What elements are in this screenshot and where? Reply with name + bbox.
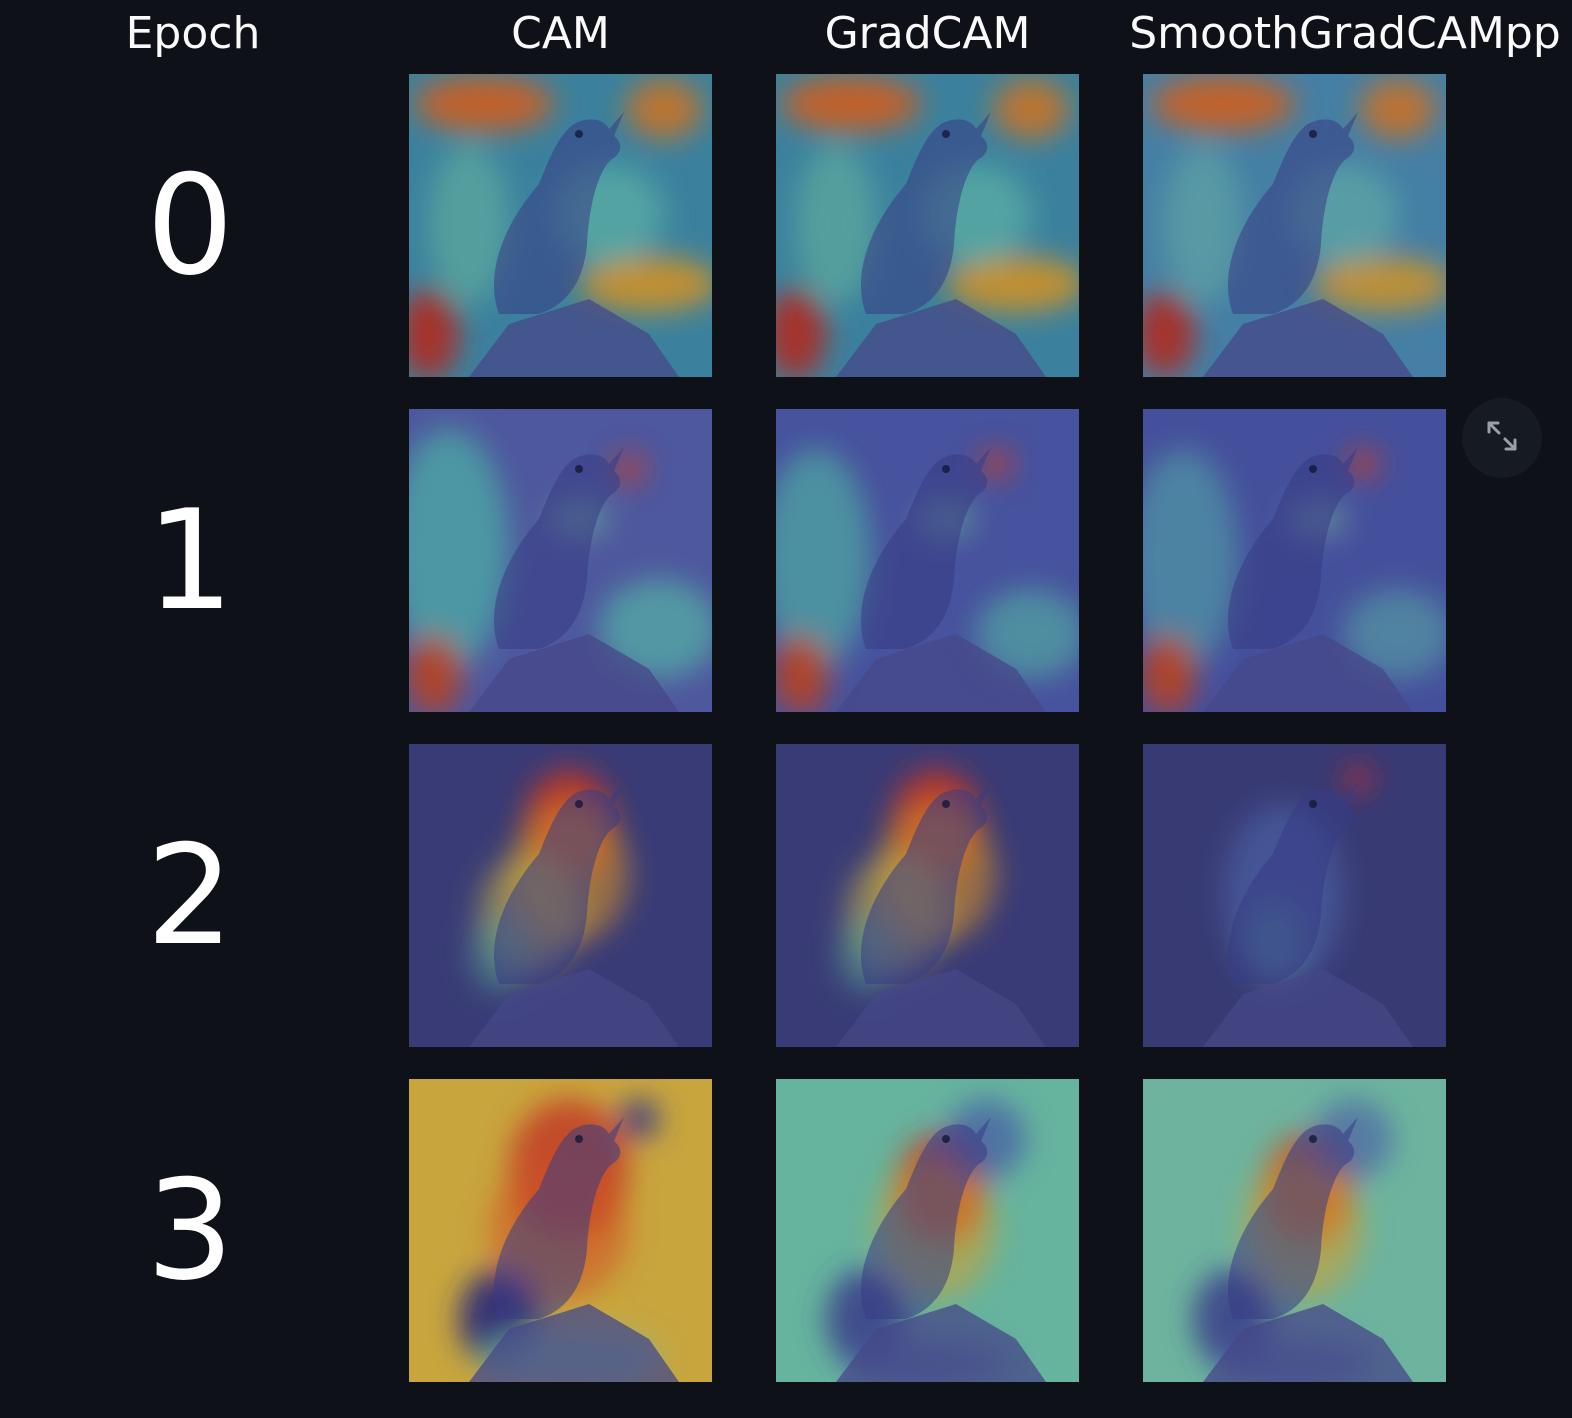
header-epoch: Epoch bbox=[125, 8, 261, 59]
heatmap-image-cam-epoch-3 bbox=[409, 1079, 712, 1382]
header-gradcam: GradCAM bbox=[824, 8, 1031, 59]
heatmap-image-smoothgradcampp-epoch-1 bbox=[1143, 409, 1446, 712]
header-cam: CAM bbox=[511, 8, 610, 59]
heatmap-image-gradcam-epoch-1 bbox=[776, 409, 1079, 712]
epoch-label-3: 3 bbox=[146, 1150, 234, 1311]
expand-arrows-icon bbox=[1485, 419, 1519, 457]
heatmap-image-gradcam-epoch-0 bbox=[776, 74, 1079, 377]
epoch-label-0: 0 bbox=[146, 145, 234, 306]
heatmap-image-smoothgradcampp-epoch-3 bbox=[1143, 1079, 1446, 1382]
heatmap-image-cam-epoch-2 bbox=[409, 744, 712, 1047]
header-smoothgradcampp: SmoothGradCAMpp bbox=[1129, 8, 1561, 59]
heatmap-image-gradcam-epoch-2 bbox=[776, 744, 1079, 1047]
epoch-label-1: 1 bbox=[146, 480, 234, 641]
heatmap-image-gradcam-epoch-3 bbox=[776, 1079, 1079, 1382]
epoch-label-2: 2 bbox=[146, 815, 234, 976]
fullscreen-button[interactable] bbox=[1462, 398, 1542, 478]
heatmap-image-cam-epoch-1 bbox=[409, 409, 712, 712]
heatmap-image-cam-epoch-0 bbox=[409, 74, 712, 377]
heatmap-image-smoothgradcampp-epoch-0 bbox=[1143, 74, 1446, 377]
heatmap-image-smoothgradcampp-epoch-2 bbox=[1143, 744, 1446, 1047]
